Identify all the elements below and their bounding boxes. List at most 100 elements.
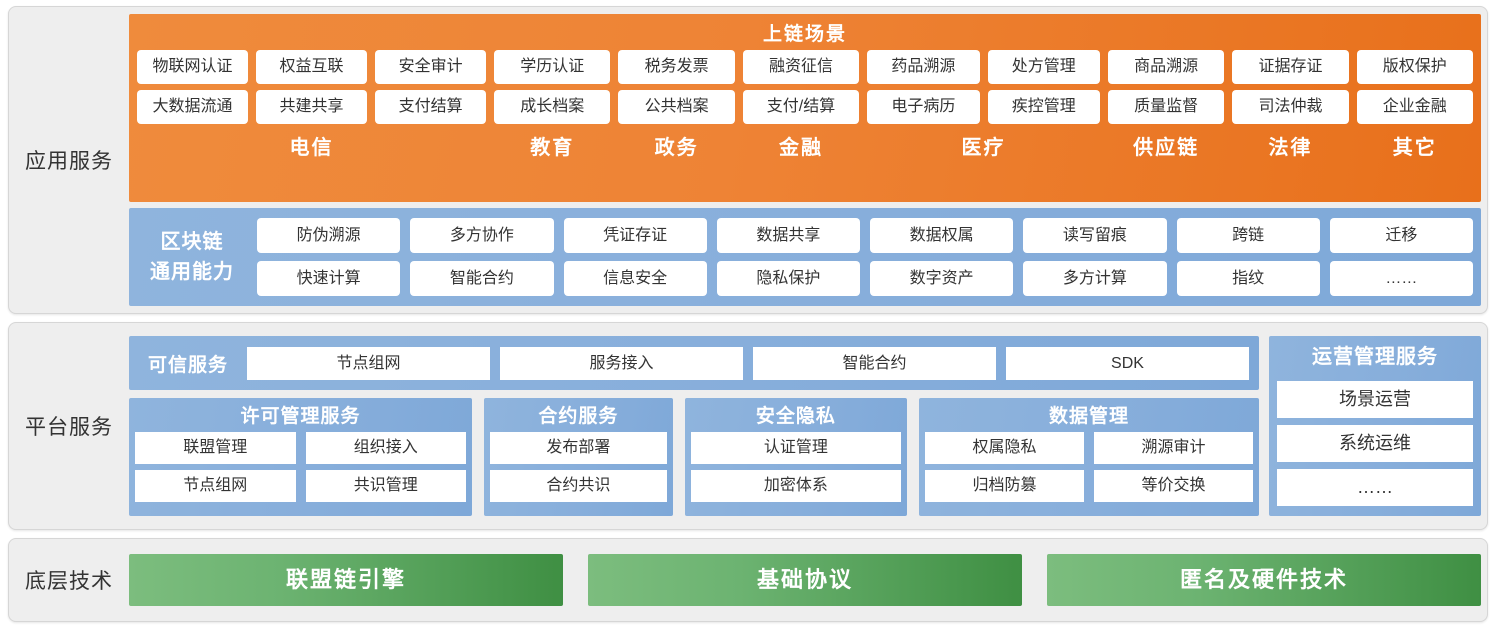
industry-label-legal: 法律 [1268,137,1313,159]
layer-label-platform: 平台服务 [25,416,113,439]
capability-chip[interactable]: 防伪溯源 [257,218,401,253]
scenario-chip[interactable]: 证据存证 [1232,50,1349,84]
group-grid: 权属隐私 溯源审计 归档防篡 等价交换 [924,432,1254,510]
capability-chip[interactable]: 信息安全 [563,261,707,296]
operations-chip[interactable]: …… [1277,469,1473,506]
group-chip[interactable]: 加密体系 [690,470,901,502]
group-row-2: 合约共识 [489,470,667,502]
capability-row-2: 快速计算 智能合约 信息安全 隐私保护 数字资产 多方计算 指纹 …… [257,261,1473,296]
scenario-row-1: 融资征信 [742,50,860,84]
platform-main-column: 可信服务 节点组网 服务接入 智能合约 SDK 许可管理服务 联盟管理 组织接入 [129,336,1259,516]
blockchain-capability-label-line2: 通用能力 [150,261,234,283]
base-tech-chip-basic-protocol[interactable]: 基础协议 [588,554,1022,606]
scenario-chip[interactable]: 成长档案 [494,90,611,124]
group-chip[interactable]: 联盟管理 [135,432,296,464]
industry-label-other: 其它 [1392,137,1437,159]
scenario-column-finance: 融资征信 支付/结算 金融 [742,50,860,166]
scenario-column-education: 学历认证 成长档案 教育 [494,50,611,166]
capability-chip[interactable]: 智能合约 [410,261,554,296]
scenario-chip[interactable]: 物联网认证 [137,50,249,84]
capability-chip[interactable]: 读写留痕 [1023,218,1167,253]
group-row-1: 权属隐私 溯源审计 [924,432,1254,464]
group-row-1: 联盟管理 组织接入 [135,432,466,464]
scenario-chip[interactable]: 司法仲裁 [1232,90,1349,124]
capability-chip[interactable]: 跨链 [1176,218,1320,253]
scenario-row-2: 电子病历 疾控管理 [867,90,1100,124]
base-body: 联盟链引擎 基础协议 匿名及硬件技术 [129,554,1487,606]
scenario-row-2: 成长档案 [494,90,611,124]
scenario-row-2: 企业金融 [1356,90,1473,124]
scenario-chip[interactable]: 支付结算 [375,90,487,124]
capability-chip[interactable]: 指纹 [1176,261,1320,296]
operations-chip[interactable]: 场景运营 [1277,381,1473,418]
blockchain-capability-block: 区块链 通用能力 防伪溯源 多方协作 凭证存证 数据共享 数据权属 读写留痕 跨… [129,208,1481,306]
scenario-row-2: 大数据流通 共建共享 支付结算 [137,90,487,124]
group-chip[interactable]: 等价交换 [1093,470,1254,502]
industry-label-supply-chain: 供应链 [1133,137,1200,159]
group-data-management: 数据管理 权属隐私 溯源审计 归档防篡 等价交换 [918,398,1259,516]
capability-chip[interactable]: 多方计算 [1023,261,1167,296]
trusted-service-chip[interactable]: SDK [1006,346,1249,380]
operations-title: 运营管理服务 [1312,346,1438,368]
scenario-chip[interactable]: 商品溯源 [1107,50,1225,84]
group-grid: 认证管理 加密体系 [690,432,901,510]
group-chip[interactable]: 溯源审计 [1093,432,1254,464]
scenario-column-government: 税务发票 公共档案 政务 [618,50,735,166]
group-chip[interactable]: 权属隐私 [924,432,1084,464]
industry-label-finance: 金融 [778,137,823,159]
scenario-chip[interactable]: 大数据流通 [137,90,249,124]
group-chip[interactable]: 发布部署 [489,432,667,464]
scenario-column-supply-chain: 商品溯源 质量监督 供应链 [1107,50,1225,166]
scenario-chip[interactable]: 学历认证 [494,50,611,84]
layer-label-base: 底层技术 [25,570,113,593]
capability-chip[interactable]: 多方协作 [410,218,554,253]
trusted-service-chip[interactable]: 智能合约 [753,346,996,380]
group-chip[interactable]: 组织接入 [305,432,466,464]
capability-chip[interactable]: 迁移 [1329,218,1473,253]
scenario-chip[interactable]: 电子病历 [867,90,980,124]
on-chain-scenarios-title: 上链场景 [762,24,847,45]
blockchain-capability-label: 区块链 通用能力 [137,227,247,287]
application-body: 上链场景 物联网认证 权益互联 安全审计 大数据流通 共建共享 支付结算 [129,14,1487,306]
scenario-column-legal: 证据存证 司法仲裁 法律 [1232,50,1349,166]
scenario-row-1: 物联网认证 权益互联 安全审计 [137,50,487,84]
scenario-column-telecom: 物联网认证 权益互联 安全审计 大数据流通 共建共享 支付结算 电信 [137,50,487,166]
group-chip[interactable]: 归档防篡 [924,470,1084,502]
scenario-chip[interactable]: 税务发票 [618,50,735,84]
capability-chip[interactable]: 快速计算 [257,261,401,296]
scenario-chip[interactable]: 质量监督 [1107,90,1225,124]
base-tech-chip-consortium-chain-engine[interactable]: 联盟链引擎 [129,554,563,606]
trusted-service-chip[interactable]: 节点组网 [247,346,490,380]
scenario-chip[interactable]: 安全审计 [375,50,487,84]
capability-chip[interactable]: 凭证存证 [563,218,707,253]
scenario-chip[interactable]: 公共档案 [618,90,735,124]
group-row-2: 归档防篡 等价交换 [924,470,1254,502]
group-chip[interactable]: 共识管理 [305,470,466,502]
group-chip[interactable]: 合约共识 [489,470,667,502]
capability-chip[interactable]: 数据共享 [716,218,860,253]
base-tech-chip-anonymity-hardware[interactable]: 匿名及硬件技术 [1047,554,1481,606]
capability-chip[interactable]: 数据权属 [870,218,1014,253]
scenario-chip[interactable]: 共建共享 [256,90,368,124]
scenario-chip[interactable]: 疾控管理 [987,90,1100,124]
scenario-chip[interactable]: 药品溯源 [867,50,980,84]
group-row-1: 发布部署 [489,432,667,464]
group-chip[interactable]: 节点组网 [135,470,296,502]
capability-chip[interactable]: 数字资产 [870,261,1014,296]
trusted-service-chip[interactable]: 服务接入 [500,346,743,380]
scenario-chip[interactable]: 权益互联 [256,50,368,84]
scenario-chip[interactable]: 版权保护 [1356,50,1473,84]
group-chip[interactable]: 认证管理 [690,432,901,464]
capability-chip[interactable]: …… [1329,261,1473,296]
operations-chip[interactable]: 系统运维 [1277,425,1473,462]
scenario-row-2: 支付/结算 [742,90,860,124]
scenario-chip[interactable]: 处方管理 [987,50,1100,84]
scenario-chip[interactable]: 企业金融 [1356,90,1473,124]
scenario-chip[interactable]: 支付/结算 [742,90,860,124]
scenario-chip[interactable]: 融资征信 [742,50,860,84]
group-grid: 发布部署 合约共识 [489,432,667,510]
layer-application-services: 应用服务 上链场景 物联网认证 权益互联 安全审计 大数据流通 共建共享 [8,6,1488,314]
capability-chip[interactable]: 隐私保护 [716,261,860,296]
industry-label-telecom: 电信 [289,137,334,159]
industry-label-government: 政务 [654,137,699,159]
